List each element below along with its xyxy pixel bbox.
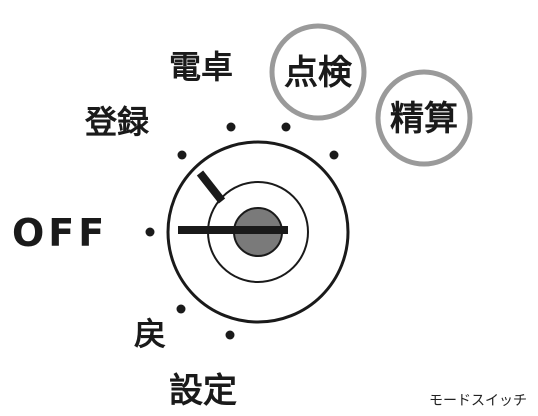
dot-off bbox=[145, 227, 155, 237]
mode-label-return: 戻 bbox=[134, 315, 166, 353]
mode-label-check: 点検 bbox=[284, 53, 353, 93]
settle-highlight-ring bbox=[375, 69, 473, 167]
dot-register bbox=[177, 150, 187, 160]
dot-return bbox=[176, 304, 186, 314]
check-highlight-ring bbox=[269, 23, 367, 121]
mode-label-off: OFF bbox=[12, 211, 108, 255]
dot-settle bbox=[329, 150, 339, 160]
mode-label-calculator: 電卓 bbox=[169, 48, 233, 86]
dot-check bbox=[281, 122, 291, 132]
dot-calculator bbox=[226, 122, 236, 132]
position-pointer bbox=[196, 170, 226, 204]
dot-setup bbox=[225, 330, 235, 340]
mode-label-setup: 設定 bbox=[169, 371, 237, 411]
mode-label-settle: 精算 bbox=[390, 99, 458, 139]
mode-label-register: 登録 bbox=[84, 103, 150, 141]
diagram-caption: モードスイッチ bbox=[429, 393, 527, 409]
